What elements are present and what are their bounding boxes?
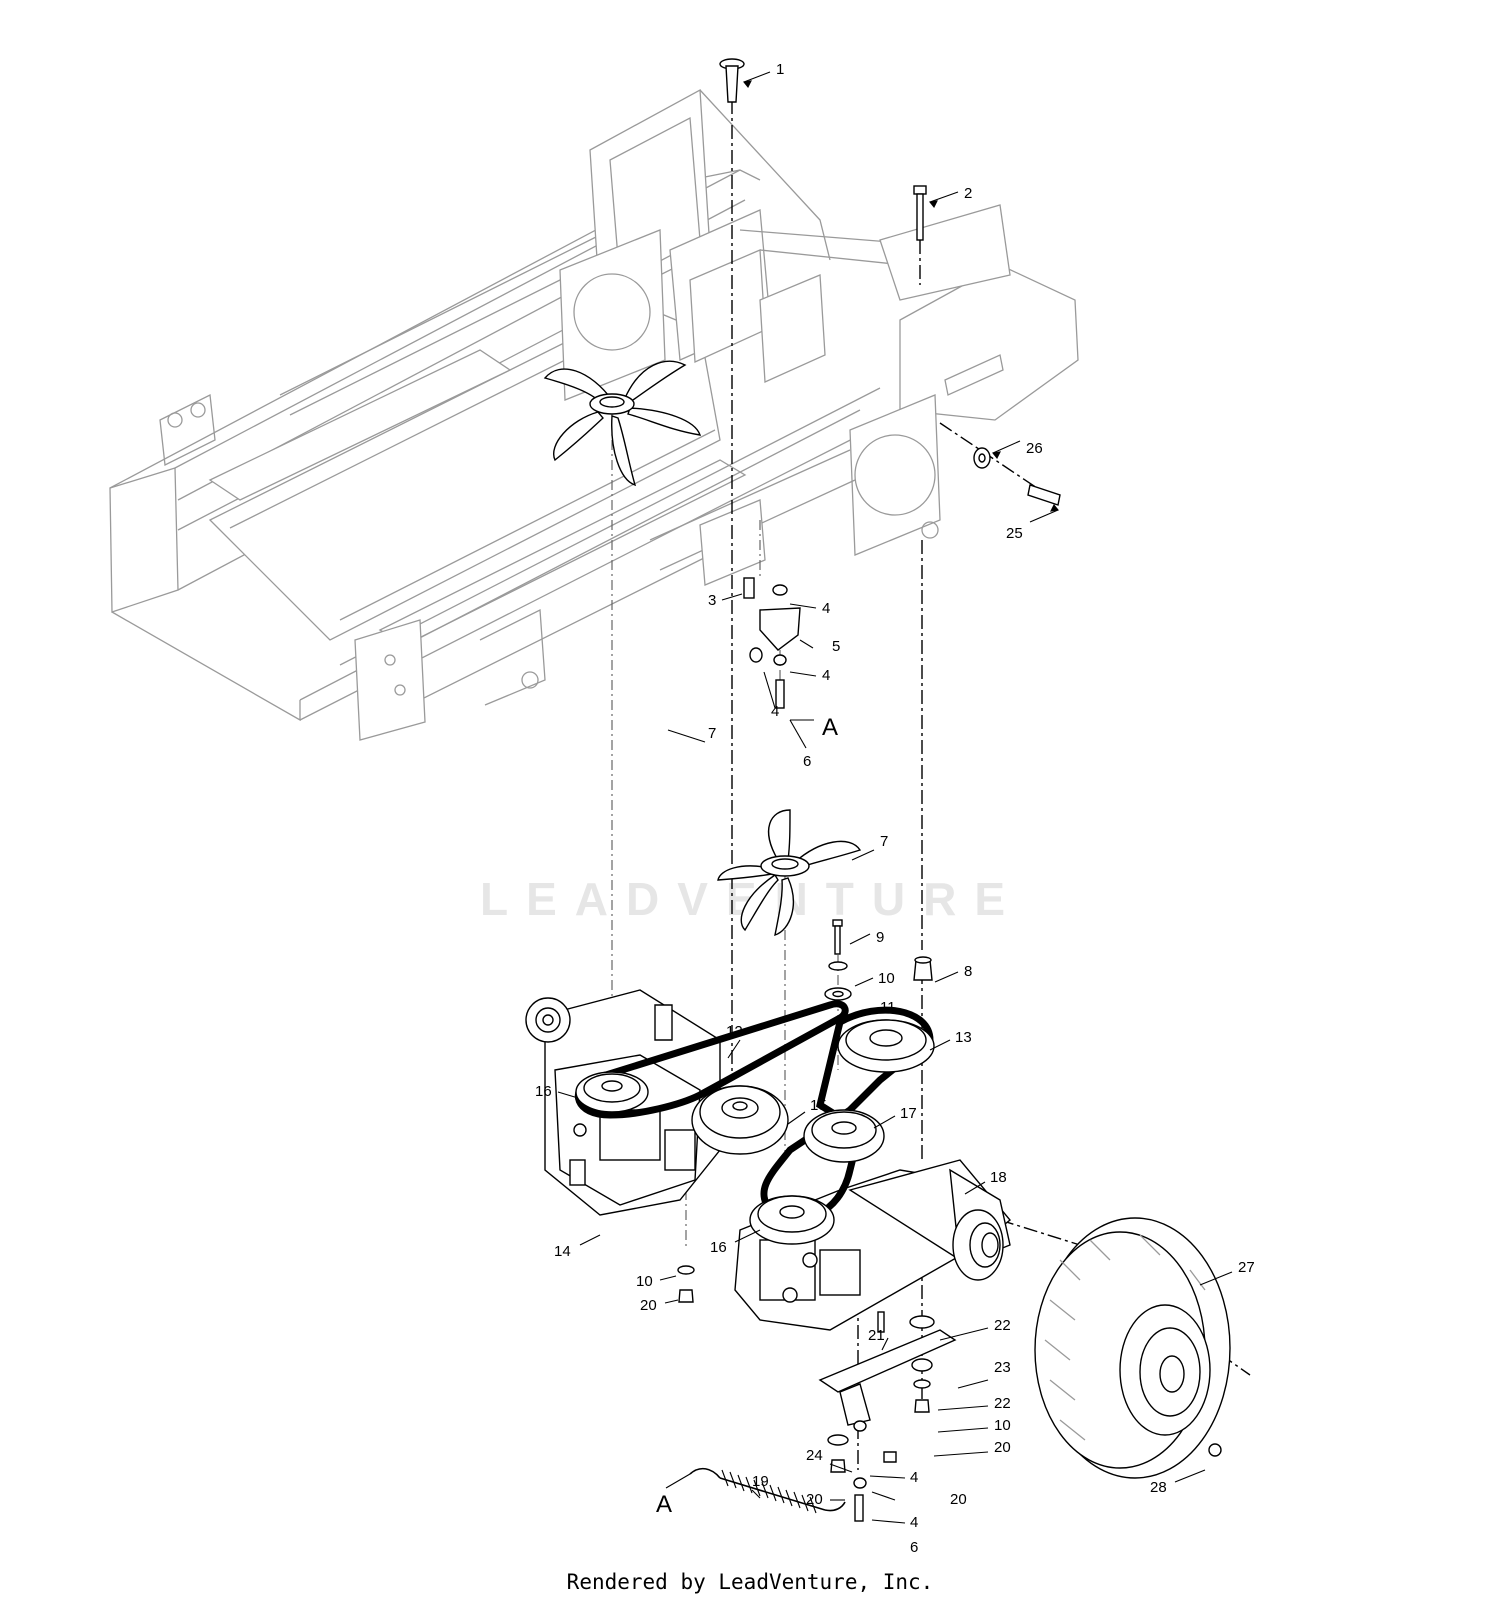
callout-4: 4 bbox=[910, 1469, 918, 1486]
callout-7: 7 bbox=[708, 725, 716, 742]
callout-27: 27 bbox=[1238, 1259, 1255, 1276]
callout-4: 4 bbox=[771, 703, 779, 720]
callout-25: 25 bbox=[1006, 525, 1023, 542]
idler-pulley-17 bbox=[803, 1109, 885, 1163]
cooling-fan-7-right bbox=[717, 809, 862, 937]
callout-A: A bbox=[656, 1491, 672, 1518]
callout-20: 20 bbox=[640, 1297, 657, 1314]
callout-3: 3 bbox=[708, 592, 716, 609]
idler-pulley-15 bbox=[691, 1085, 789, 1155]
callout-21: 21 bbox=[868, 1327, 885, 1344]
callout-4: 4 bbox=[822, 600, 830, 617]
bolt-2 bbox=[913, 185, 927, 241]
bolt-25 bbox=[1027, 484, 1061, 506]
callout-16: 16 bbox=[535, 1083, 552, 1100]
callout-9: 9 bbox=[876, 929, 884, 946]
callout-22: 22 bbox=[994, 1395, 1011, 1412]
callout-24: 24 bbox=[806, 1447, 823, 1464]
pulley-16-right bbox=[749, 1195, 835, 1245]
callout-5: 5 bbox=[832, 638, 840, 655]
callout-16: 16 bbox=[710, 1239, 727, 1256]
callout-14: 14 bbox=[554, 1243, 571, 1260]
extension-spring-19 bbox=[689, 1467, 846, 1514]
idler-arm-23 bbox=[818, 1311, 957, 1522]
callout-18: 18 bbox=[990, 1169, 1007, 1186]
callout-1: 1 bbox=[776, 61, 784, 78]
callout-7: 7 bbox=[880, 833, 888, 850]
callout-20: 20 bbox=[994, 1439, 1011, 1456]
pulley-13 bbox=[837, 1019, 935, 1073]
cooling-fan-7-left bbox=[543, 360, 702, 487]
callout-23: 23 bbox=[994, 1359, 1011, 1376]
carriage-bolt-1 bbox=[719, 58, 745, 103]
callout-6: 6 bbox=[803, 753, 811, 770]
right-transaxle-18 bbox=[734, 1159, 1011, 1331]
callout-A: A bbox=[822, 714, 838, 741]
callout-leaders bbox=[557, 71, 1233, 1524]
footer-credit: Rendered by LeadVenture, Inc. bbox=[566, 1570, 934, 1594]
washer-nut-left bbox=[677, 1265, 695, 1303]
callout-4: 4 bbox=[822, 667, 830, 684]
callout-11: 11 bbox=[880, 999, 896, 1016]
callout-20: 20 bbox=[950, 1491, 967, 1508]
callout-6: 6 bbox=[910, 1539, 918, 1556]
callout-17: 17 bbox=[900, 1105, 917, 1122]
callout-10: 10 bbox=[878, 970, 895, 987]
callout-labels: 1 2 3 4 5 4 4 A 6 7 7 26 25 9 8 10 11 12… bbox=[535, 61, 1255, 1556]
spacer-8 bbox=[913, 956, 933, 981]
callout-2: 2 bbox=[964, 185, 972, 202]
callout-10: 10 bbox=[636, 1273, 653, 1290]
callout-4: 4 bbox=[910, 1514, 918, 1531]
rear-wheel-27 bbox=[1034, 1217, 1231, 1479]
callout-19: 19 bbox=[752, 1473, 769, 1490]
callout-22: 22 bbox=[994, 1317, 1011, 1334]
callout-10: 10 bbox=[994, 1417, 1011, 1434]
callout-28: 28 bbox=[1150, 1479, 1167, 1496]
washer-26 bbox=[973, 447, 991, 469]
callout-26: 26 bbox=[1026, 440, 1043, 457]
callout-13: 13 bbox=[955, 1029, 972, 1046]
callout-12: 12 bbox=[726, 1023, 743, 1040]
drive-belt-13 bbox=[760, 1006, 934, 1223]
idler-hardware-9-10-11 bbox=[824, 919, 852, 1001]
pulley-16-left bbox=[575, 1071, 649, 1113]
bracket-assembly-5 bbox=[743, 577, 801, 709]
callout-8: 8 bbox=[964, 963, 972, 980]
callout-15: 15 bbox=[810, 1097, 827, 1114]
callout-20: 20 bbox=[806, 1491, 823, 1508]
